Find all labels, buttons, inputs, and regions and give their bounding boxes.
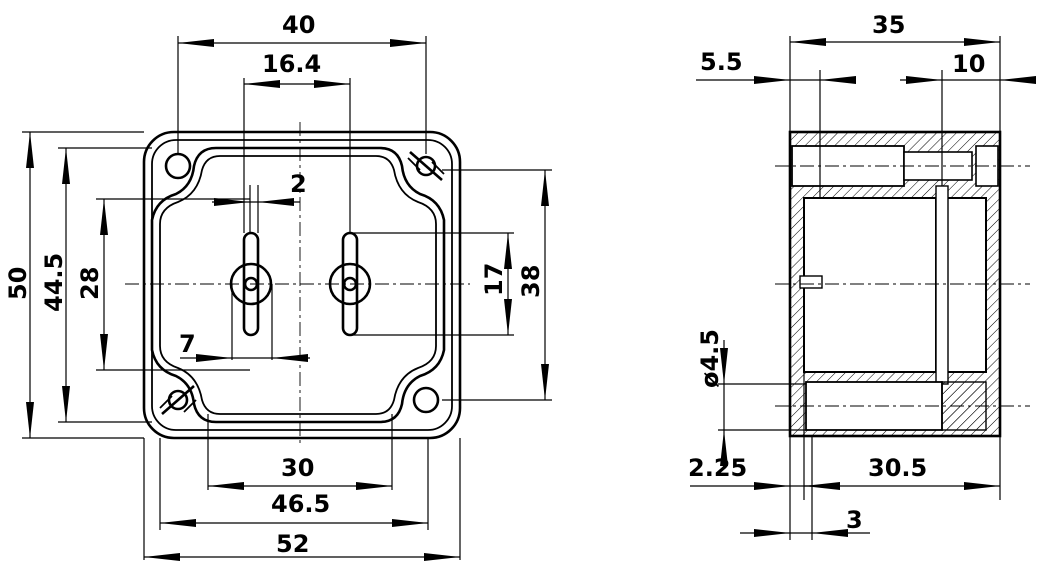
dim-label-2: 2: [290, 170, 307, 198]
lid-groove: [935, 185, 949, 385]
dim-label-40: 40: [282, 11, 315, 39]
lid-recess-outline: [150, 146, 446, 424]
dim-label-5-5: 5.5: [700, 48, 743, 76]
dim-label-35: 35: [872, 11, 905, 39]
dim-label-3: 3: [846, 506, 863, 534]
dim-label-38: 38: [517, 265, 545, 298]
dim-label-28: 28: [76, 267, 104, 300]
keyhole-top-right: [407, 151, 445, 181]
inner-cavity-left: [803, 197, 937, 373]
dim-label-2-25: 2.25: [688, 454, 747, 482]
keyhole-bottom-left: [159, 385, 197, 415]
dim-label-30-5: 30.5: [868, 454, 927, 482]
side-extension-lines: [718, 36, 1001, 540]
side-dimension-lines: [690, 38, 1036, 537]
enclosure-outer-outline: [142, 130, 462, 440]
front-extension-lines: [22, 36, 552, 560]
front-view: 40 16.4 2 50 44.5 28 7 30 46.5 52 17 38: [4, 11, 552, 561]
dim-label-50: 50: [4, 267, 32, 300]
dim-label-7: 7: [179, 330, 196, 358]
front-dimension-lines: [26, 39, 549, 561]
screw-hole-top-left: [164, 152, 192, 180]
dim-label-16-4: 16.4: [262, 50, 321, 78]
dim-label-17: 17: [480, 263, 508, 296]
lid-recess-inner: [159, 155, 437, 415]
dim-label-dia-4-5: ø4.5: [696, 329, 724, 388]
dim-label-10: 10: [952, 50, 985, 78]
screw-hole-bottom-right: [412, 386, 440, 414]
dim-label-30: 30: [281, 454, 314, 482]
dim-label-52: 52: [276, 530, 309, 558]
dim-label-44-5: 44.5: [40, 253, 68, 312]
side-view: 35 5.5 10 ø4.5 2.25 30.5 3: [688, 11, 1036, 540]
dim-label-46-5: 46.5: [271, 490, 330, 518]
